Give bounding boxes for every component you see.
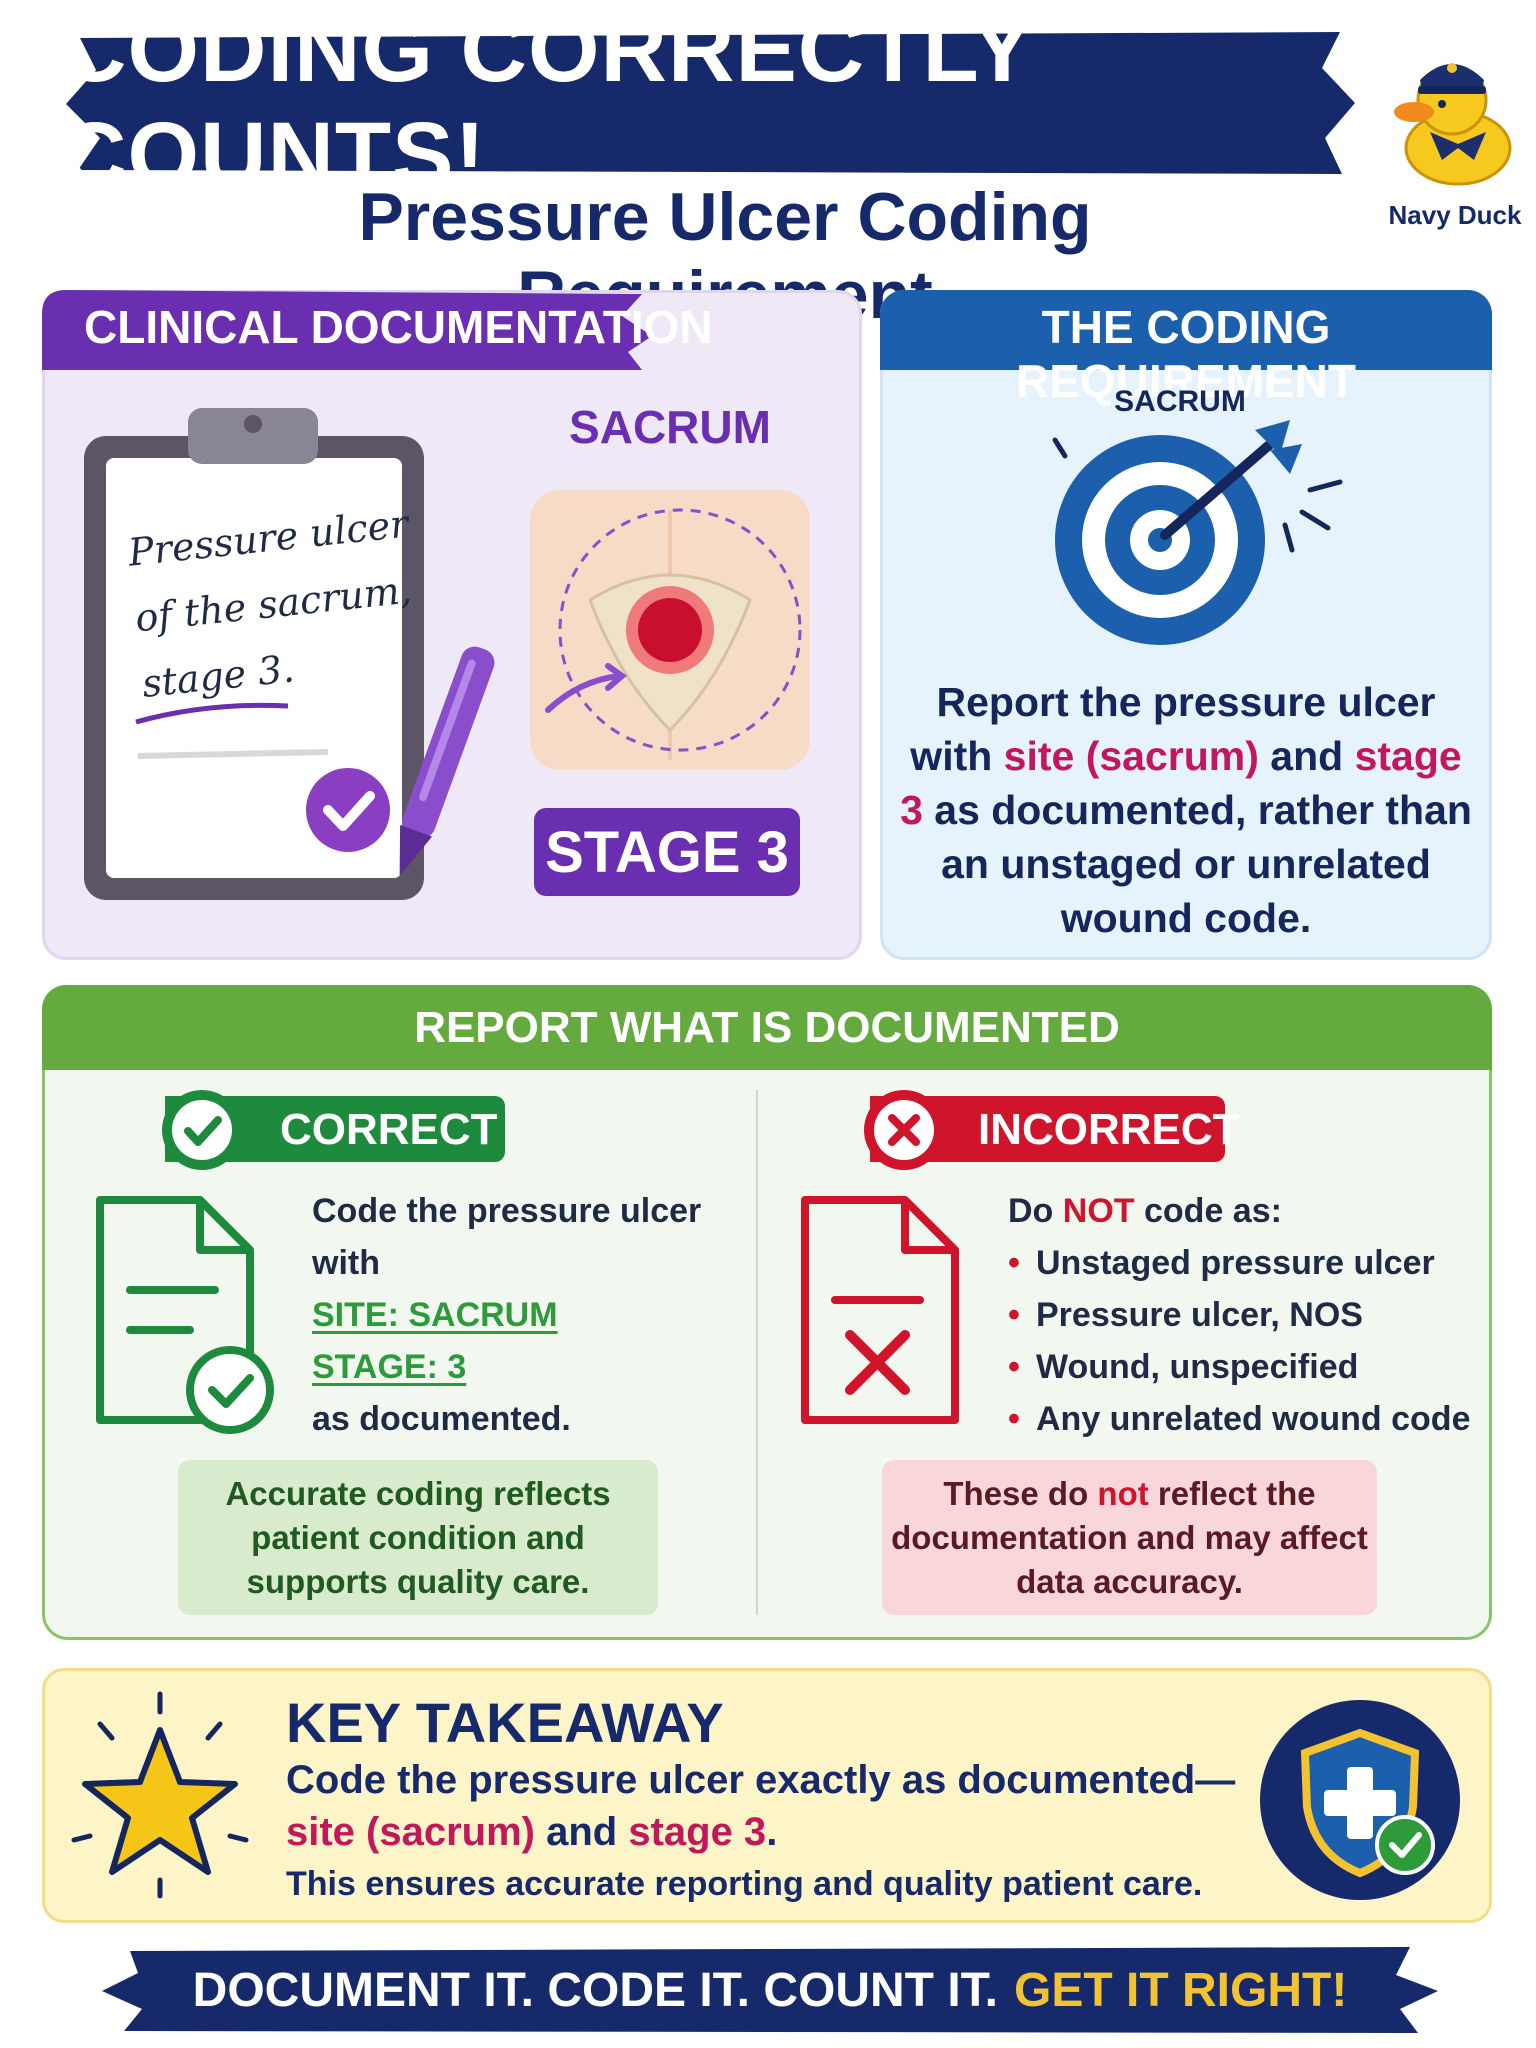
document-check-icon (96, 1196, 274, 1434)
navy-duck-icon (1394, 63, 1512, 186)
column-divider (756, 1090, 758, 1615)
correct-line2: with (312, 1244, 380, 1282)
pen-icon (399, 646, 495, 876)
report-header-banner (42, 985, 1492, 1070)
target-label: SACRUM (1114, 385, 1246, 418)
correct-line3: as documented. (312, 1400, 571, 1438)
correct-note: Accurate coding reflects patient conditi… (178, 1460, 658, 1615)
takeaway-line1: Code the pressure ulcer exactly as docum… (286, 1758, 1236, 1802)
page-title: CODING CORRECTLY COUNTS! (60, 0, 1032, 206)
x-circle-icon (864, 1090, 944, 1170)
footer-slogan: DOCUMENT IT. CODE IT. COUNT IT.GET IT RI… (192, 1963, 1348, 2017)
incorrect-label: INCORRECT (978, 1105, 1240, 1154)
takeaway-line2: site (sacrum) and stage 3. (286, 1810, 778, 1854)
takeaway-title: KEY TAKEAWAY (286, 1691, 724, 1754)
correct-stage: STAGE: 3 (312, 1348, 467, 1386)
takeaway-line3: This ensures accurate reporting and qual… (286, 1865, 1203, 1903)
sacrum-label: SACRUM (569, 401, 771, 453)
list-item: Any unrelated wound code (1008, 1393, 1478, 1445)
correct-site: SITE: SACRUM (312, 1296, 558, 1334)
key-takeaway-panel (42, 1668, 1492, 1923)
incorrect-list: Unstaged pressure ulcer Pressure ulcer, … (1008, 1237, 1478, 1445)
requirement-text: Report the pressure ulcer with site (sac… (900, 679, 1472, 941)
list-item: Wound, unspecified (1008, 1341, 1478, 1393)
mascot-label: Navy Duck (1388, 200, 1522, 230)
title-banner (66, 32, 1355, 174)
check-circle-icon (162, 1090, 242, 1170)
clinical-header-banner (42, 290, 652, 370)
report-heading: REPORT WHAT IS DOCUMENTED (414, 1003, 1120, 1052)
document-x-icon (801, 1196, 959, 1424)
stage-badge: STAGE 3 (534, 808, 800, 896)
list-item: Unstaged pressure ulcer (1008, 1237, 1478, 1289)
correct-line1: Code the pressure ulcer (312, 1192, 702, 1230)
coding-heading: THE CODING REQUIREMENT (1016, 301, 1356, 407)
shield-icon (1260, 1700, 1460, 1900)
footer-banner (102, 1947, 1438, 2033)
clipboard-icon (84, 408, 424, 900)
clinical-heading: CLINICAL DOCUMENTATION (84, 301, 713, 353)
list-item: Pressure ulcer, NOS (1008, 1289, 1478, 1341)
incorrect-note: These do not reflect the documentation a… (882, 1460, 1377, 1615)
incorrect-intro: Do NOT code as: (1008, 1192, 1282, 1230)
sacrum-illustration (530, 490, 810, 770)
coding-header-banner (880, 290, 1492, 370)
correct-description: Code the pressure ulcer with SITE: SACRU… (312, 1185, 732, 1445)
correct-label: CORRECT (280, 1105, 498, 1154)
target-icon (1052, 420, 1343, 645)
star-icon (71, 1691, 249, 1899)
